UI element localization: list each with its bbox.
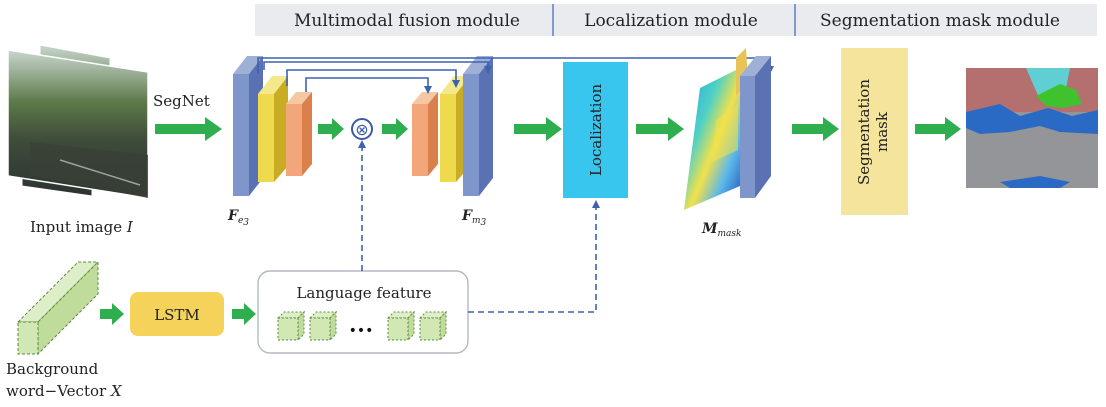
arrow-to-output [915,117,961,141]
mmask-symbol: M [701,221,718,237]
lstm-label: LSTM [154,306,200,324]
localization-module-title: Localization module [584,11,758,31]
language-cube-4 [418,310,448,342]
fm-subsub: 3 [481,218,487,228]
output-segmentation-image [966,68,1098,188]
fusion-operator [351,118,373,140]
background-line1: Background [6,360,99,378]
input-image-label: Input image [30,218,127,236]
arrow-from-fusion [382,118,408,140]
segmentation-module-title: Segmentation mask module [820,11,1060,31]
localization-box [563,62,628,198]
fe-subsub: 3 [243,218,249,228]
fm-symbol: F [461,208,473,224]
arrow-to-fusion [318,118,344,140]
language-cube-2 [308,310,338,342]
svg-text:Fe3: Fe3 [227,208,249,228]
background-word-vector [16,260,100,356]
input-image-symbol: I [126,218,134,236]
svg-text:Fm3: Fm3 [461,208,487,228]
arrow-word-to-lstm [100,303,124,325]
language-feature-paths [358,140,600,313]
language-feature-title: Language feature [296,284,431,302]
svg-text:Mmask: Mmask [701,221,741,239]
segmentation-mask-box [841,48,908,215]
language-cube-1 [276,310,306,342]
fusion-module-title: Multimodal fusion module [294,11,520,31]
language-feature-cubes [276,310,448,342]
module-header-bar: Multimodal fusion module Localization mo… [255,4,1097,36]
fm-sub: m [472,216,481,226]
language-cube-3 [386,310,416,342]
arrow-to-segmask [792,117,839,141]
svg-text:Input image I: Input image I [30,218,134,236]
svg-text:word−Vector X: word−Vector X [6,382,123,400]
decoder-feature-blocks [412,56,493,196]
input-image-stack [7,44,149,199]
lstm-box [130,292,224,336]
skip-connections [257,57,774,94]
background-line2: word−Vector [6,382,111,400]
fe-symbol: F [227,208,239,224]
arrow-to-localization [514,117,562,141]
localization-box-label: Localization [587,84,605,177]
green-flow-arrows [100,117,961,325]
segnet-label: SegNet [153,92,210,110]
mmask-sub: mask [718,229,742,239]
arrow-to-heatmap [636,117,684,141]
segmask-line1: Segmentation [855,79,873,185]
encoder-feature-blocks [233,56,312,196]
arrow-lstm-to-language [232,303,256,325]
segmask-line2: mask [873,111,891,152]
fusion-operator-symbol: ⊗ [355,120,368,139]
arrow-segnet [155,117,222,141]
background-symbol: X [110,382,123,400]
attention-heatmap [684,48,771,210]
language-feature-ellipsis: ••• [349,323,374,339]
fe-sub: e [238,216,243,226]
